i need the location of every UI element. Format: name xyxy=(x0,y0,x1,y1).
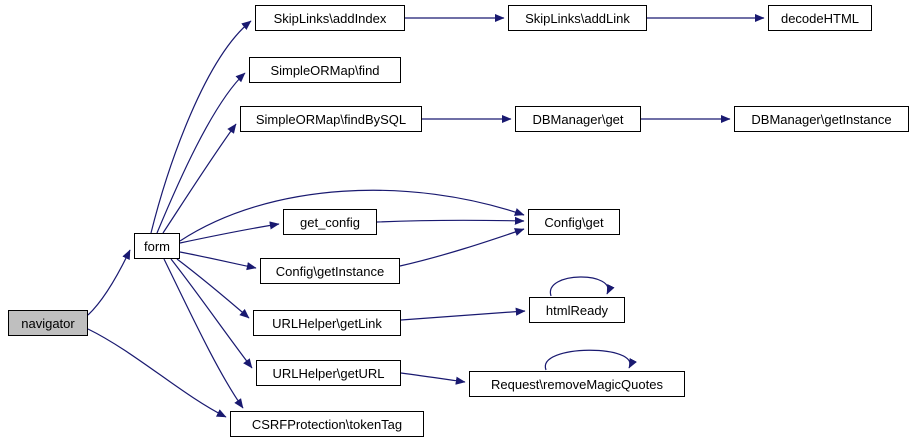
edge-getconfig-configget xyxy=(376,216,525,225)
edge-form-find xyxy=(156,72,246,234)
node-htmlready[interactable]: htmlReady xyxy=(529,297,625,323)
edge-form-configget xyxy=(179,189,525,242)
node-urlhelper-geturl[interactable]: URLHelper\getURL xyxy=(256,360,401,386)
node-dbmanager-get[interactable]: DBManager\get xyxy=(515,106,641,132)
edge-form-addindex xyxy=(150,20,252,234)
node-decodehtml[interactable]: decodeHTML xyxy=(768,5,872,31)
node-request-removemagicquotes[interactable]: Request\removeMagicQuotes xyxy=(469,371,685,397)
edge-navigator-tokentag xyxy=(87,328,227,418)
node-form[interactable]: form xyxy=(134,233,180,259)
node-config-get[interactable]: Config\get xyxy=(528,209,620,235)
node-simpleormap-findbysql[interactable]: SimpleORMap\findBySQL xyxy=(240,106,422,132)
node-skiplinks-addlink[interactable]: SkipLinks\addLink xyxy=(508,5,647,31)
node-urlhelper-getlink[interactable]: URLHelper\getLink xyxy=(253,310,401,336)
edge-form-findbysql xyxy=(162,123,237,234)
node-config-getinstance[interactable]: Config\getInstance xyxy=(260,258,400,284)
edge-removemagicquotes-selfloop xyxy=(545,349,637,371)
edge-getlink-htmlready xyxy=(400,307,526,321)
edge-geturl-removemagicquotes xyxy=(400,372,466,385)
edge-form-configgetinstance xyxy=(179,251,257,271)
edge-form-getlink xyxy=(176,258,250,319)
edge-htmlready-selfloop xyxy=(550,276,615,297)
edge-form-geturl xyxy=(170,258,253,369)
node-simpleormap-find[interactable]: SimpleORMap\find xyxy=(249,57,401,83)
edge-form-getconfig xyxy=(179,221,280,244)
edge-form-tokentag xyxy=(163,258,244,409)
node-navigator: navigator xyxy=(8,310,88,336)
edge-configgetinstance-configget xyxy=(399,228,525,267)
node-skiplinks-addindex[interactable]: SkipLinks\addIndex xyxy=(255,5,405,31)
node-csrfprotection-tokentag[interactable]: CSRFProtection\tokenTag xyxy=(230,411,424,437)
node-get-config[interactable]: get_config xyxy=(283,209,377,235)
node-dbmanager-getinstance[interactable]: DBManager\getInstance xyxy=(734,106,909,132)
edge-navigator-form xyxy=(87,249,131,316)
